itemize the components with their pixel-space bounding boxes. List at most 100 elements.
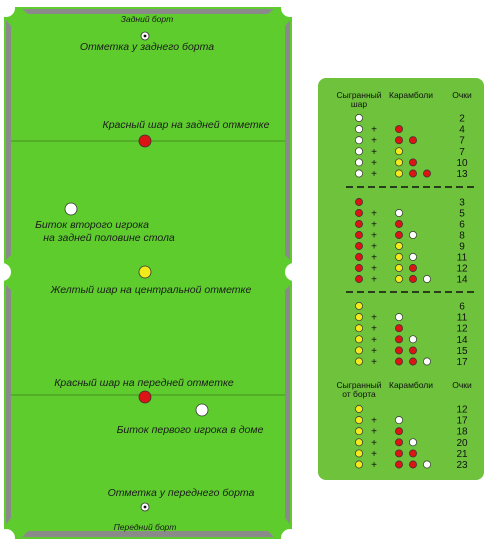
played-ball (355, 416, 363, 425)
scoring-panel: Сыгранный шар Карамболи Очки Сыгранный о… (318, 78, 484, 480)
plus-sign: + (371, 220, 377, 231)
score-row: +11 (355, 313, 468, 324)
points-value: 12 (456, 324, 468, 335)
played-ball (355, 147, 363, 156)
points-value: 2 (459, 114, 465, 125)
points-value: 17 (456, 416, 468, 427)
header2-played-line2: от борта (342, 389, 376, 399)
score-row: +14 (355, 335, 468, 346)
score-row: +15 (355, 346, 468, 357)
pocket-bottom-left (0, 529, 15, 547)
carom-ball (395, 231, 403, 239)
plus-sign: + (371, 449, 377, 460)
carom-ball (409, 460, 417, 469)
plus-sign: + (371, 147, 377, 158)
carom-ball (423, 169, 431, 178)
score-row: 6 (355, 302, 465, 313)
header1-played-line2: шар (351, 99, 368, 109)
carom-ball (409, 264, 417, 272)
rail-bottom (22, 531, 274, 537)
label-rear-mark: Отметка у заднего борта (80, 41, 214, 53)
played-ball (355, 460, 363, 469)
carom-ball (395, 169, 403, 178)
carom-ball (409, 158, 417, 167)
plus-sign: + (371, 275, 377, 286)
plus-sign: + (371, 158, 377, 169)
played-ball (355, 438, 363, 447)
points-value: 14 (456, 275, 468, 286)
header2-points: Очки (452, 380, 472, 390)
score-row: +21 (355, 449, 468, 460)
plus-sign: + (371, 324, 377, 335)
carom-ball (395, 158, 403, 167)
carom-ball (395, 313, 403, 322)
played-ball (355, 313, 363, 322)
yellow-ball-center (138, 265, 152, 279)
label-cue2-line1: Биток второго игрока (35, 219, 149, 231)
score-row: +7 (355, 136, 465, 147)
plus-sign: + (371, 253, 377, 264)
played-ball (355, 231, 363, 239)
points-value: 15 (456, 346, 468, 357)
points-value: 17 (456, 357, 468, 368)
score-row: 12 (355, 405, 468, 416)
played-ball (355, 302, 363, 310)
score-row: +11 (355, 253, 468, 264)
points-value: 23 (456, 460, 468, 471)
carom-ball (395, 438, 403, 447)
points-value: 6 (459, 302, 465, 313)
points-value: 20 (456, 438, 468, 449)
score-row: +4 (355, 125, 465, 136)
carom-ball (395, 147, 403, 156)
played-ball (355, 169, 363, 178)
cue-ball-player2 (64, 202, 78, 216)
points-value: 18 (456, 427, 468, 438)
score-row: +12 (355, 324, 468, 335)
score-row: +7 (355, 147, 465, 158)
score-row: +20 (355, 438, 468, 449)
plus-sign: + (371, 242, 377, 253)
plus-sign: + (371, 264, 377, 275)
label-red-rear: Красный шар на задней отметке (103, 119, 270, 131)
header1-points: Очки (452, 90, 472, 100)
points-value: 8 (459, 231, 465, 242)
points-value: 5 (459, 209, 465, 220)
points-value: 3 (459, 198, 465, 209)
carom-ball (395, 357, 403, 366)
plus-sign: + (371, 125, 377, 136)
score-row: +18 (355, 427, 468, 438)
carom-ball (409, 335, 417, 344)
carom-ball (395, 275, 403, 283)
played-ball (355, 275, 363, 283)
score-rows: 2+4+7+7+10+133+5+6+8+9+11+12+146+11+12+1… (355, 114, 468, 471)
carom-ball (395, 220, 403, 228)
carom-ball (395, 125, 403, 134)
played-ball (355, 220, 363, 228)
score-row: +10 (355, 158, 468, 169)
carom-ball (395, 460, 403, 469)
plus-sign: + (371, 335, 377, 346)
carom-ball (423, 460, 431, 469)
score-row: +14 (355, 275, 468, 286)
points-value: 12 (456, 405, 468, 416)
pocket-middle-right (285, 263, 303, 281)
played-ball (355, 324, 363, 333)
plus-sign: + (371, 169, 377, 180)
pocket-top-right (281, 0, 299, 17)
rail-right-upper (285, 20, 290, 260)
played-ball (355, 346, 363, 355)
plus-sign: + (371, 416, 377, 427)
carom-ball (395, 242, 403, 250)
rail-top (22, 9, 274, 14)
rail-left-upper (6, 20, 11, 260)
carom-ball (395, 264, 403, 272)
pocket-middle-left (0, 263, 11, 281)
points-value: 6 (459, 220, 465, 231)
carom-ball (395, 416, 403, 425)
cue-ball-player1 (195, 403, 209, 417)
carom-ball (409, 357, 417, 366)
label-yellow-center: Желтый шар на центральной отметке (50, 284, 252, 296)
carom-ball (395, 427, 403, 436)
label-front-cushion: Передний борт (114, 522, 177, 532)
